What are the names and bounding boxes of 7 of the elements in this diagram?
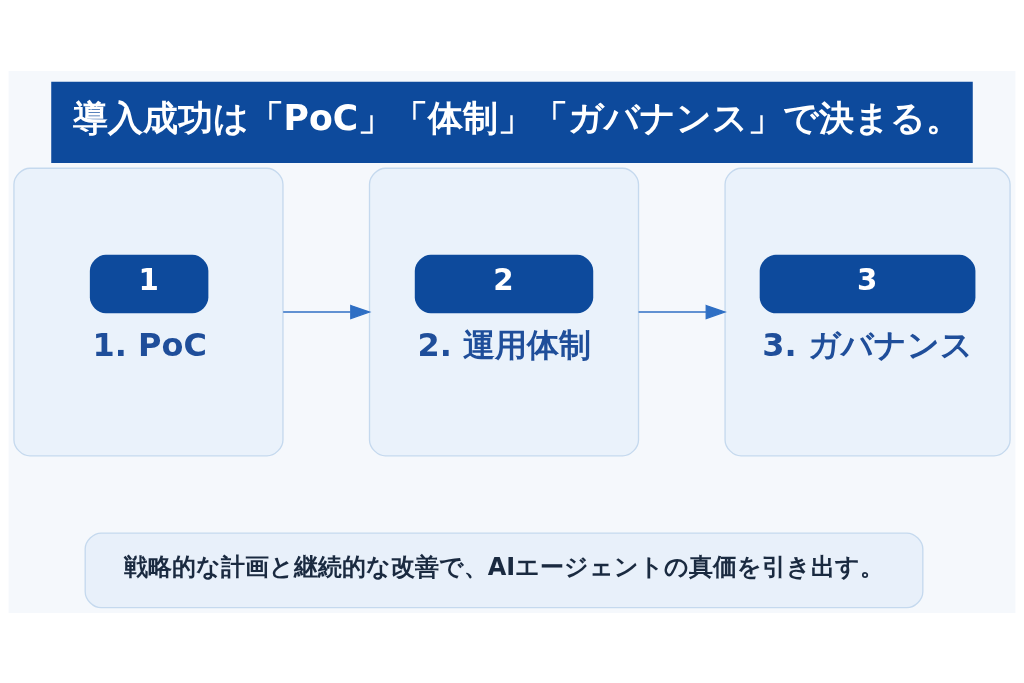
node-box: 3 3. ガバナンス	[724, 167, 1011, 457]
node-box: 戦略的な計画と継続的な改善で、AIエージェントの真価を引き出す。	[84, 531, 924, 608]
diagram-title: 導入成功は「PoC」「体制」「ガバナンス」で決まる。	[72, 97, 962, 138]
arrow	[637, 304, 727, 319]
node-box: 2 2. 運用体制	[368, 167, 640, 457]
arrow	[282, 304, 372, 319]
node-box: 1 1. PoC	[13, 167, 284, 457]
